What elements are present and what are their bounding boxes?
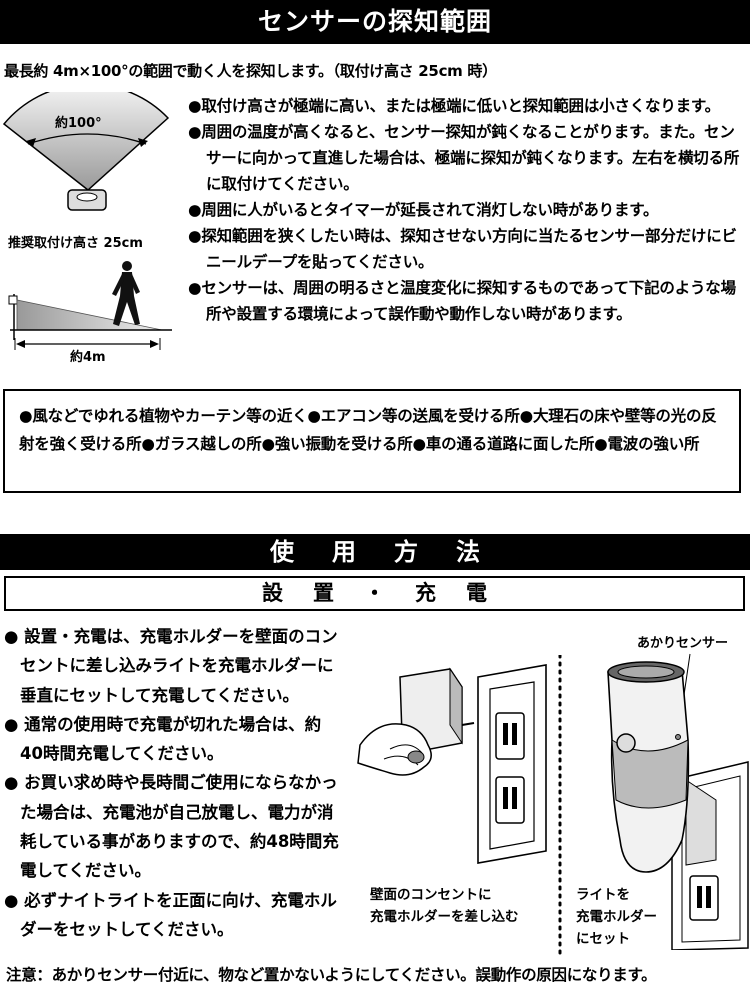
detection-angle-figure (2, 92, 170, 211)
distance-label: 約4m (70, 350, 106, 365)
step-item: ● 必ずナイトライトを正面に向け、充電ホルダーをセットしてください。 (4, 890, 337, 939)
section-title-detection-range: センサーの探知範囲 (0, 0, 750, 44)
note-item: ●周囲の温度が高くなると、センサー探知が鈍くなることがります。また。センサーに向… (188, 123, 740, 193)
left-caption: 壁面のコンセントに 充電ホルダーを差し込む (370, 884, 519, 928)
caption-line: 充電ホルダー (576, 909, 657, 925)
install-height-label: 推奨取付け高さ 25cm (8, 236, 143, 251)
install-steps: ● 設置・充電は、充電ホルダーを壁面のコンセントに差し込みライトを充電ホルダーに… (4, 622, 344, 944)
note-item: ●周囲に人がいるとタイマーが延長されて消灯しない時があります。 (188, 201, 659, 219)
subsection-title-install-charge: 設置・充電 (4, 576, 745, 611)
angle-label: 約100° (55, 116, 102, 131)
step-item: ● お買い求め時や長時間ご使用にならなかった場合は、充電池が自己放電し、電力が消… (4, 773, 339, 881)
malfunction-locations-box: ●風などでゆれる植物やカーテン等の近く●エアコン等の送風を受ける所●大理石の床や… (3, 389, 741, 493)
caution-footer: 注意：あかりセンサー付近に、物など置かないようにしてください。誤動作の原因になり… (6, 966, 657, 984)
section-title-how-to-use: 使用方法 (0, 534, 750, 570)
detection-notes: ●取付け高さが極端に高い、または極端に低いと探知範囲は小さくなります。 ●周囲の… (188, 93, 746, 327)
detection-distance-figure (8, 261, 172, 350)
step-item: ● 設置・充電は、充電ホルダーを壁面のコンセントに差し込みライトを充電ホルダーに… (4, 627, 338, 705)
caption-line: 充電ホルダーを差し込む (370, 909, 519, 925)
caption-line: ライトを (576, 887, 630, 903)
sensor-label: あかりセンサー (637, 636, 729, 651)
note-item: ●センサーは、周囲の明るさと温度変化に探知するものであって下記のような場所や設置… (188, 279, 736, 323)
right-caption: ライトを 充電ホルダー にセット (576, 884, 657, 950)
light-set-illustration (607, 653, 749, 950)
dotted-divider (558, 655, 562, 955)
step-item: ● 通常の使用時で充電が切れた場合は、約40時間充電してください。 (4, 714, 322, 764)
note-item: ●探知範囲を狭くしたい時は、探知させない方向に当たるセンサー部分だけにビニールデ… (188, 227, 737, 271)
caption-line: 壁面のコンセントに (370, 887, 492, 903)
detection-range-lead: 最長約 4m×100°の範囲で動く人を探知します。（取付け高さ 25cm 時） (4, 62, 497, 80)
outlet-insert-illustration (357, 664, 547, 864)
note-item: ●取付け高さが極端に高い、または極端に低いと探知範囲は小さくなります。 (188, 97, 720, 115)
caption-line: にセット (576, 931, 630, 947)
